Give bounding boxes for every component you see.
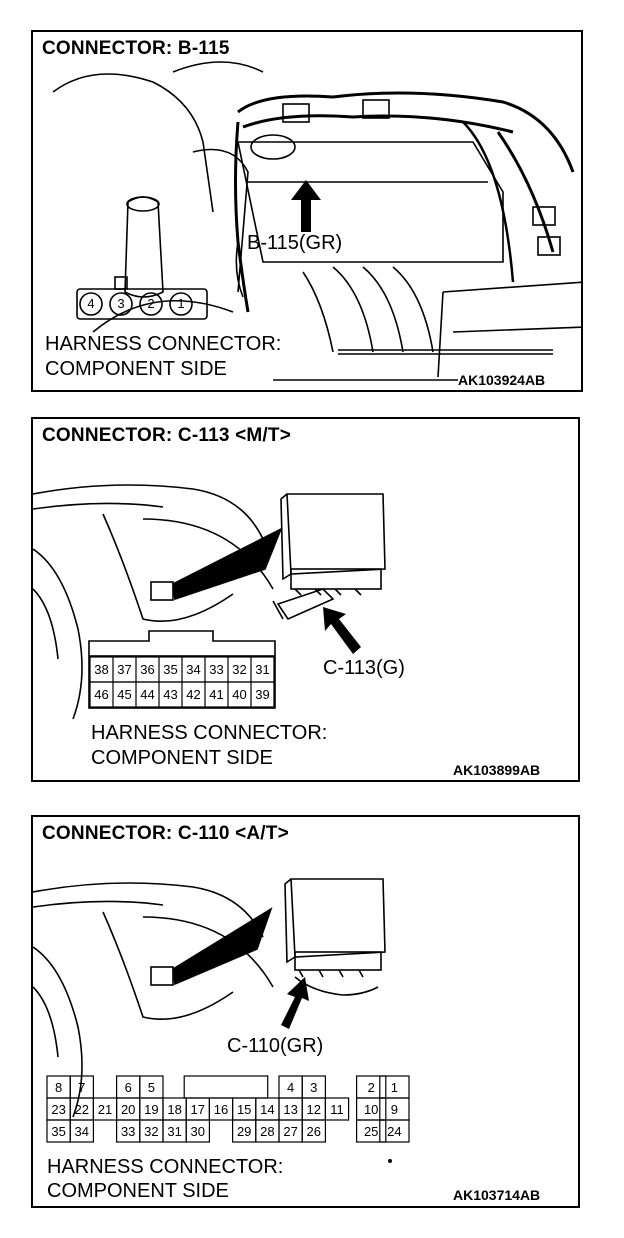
connector-callout: B-115(GR) [247, 232, 343, 254]
figure-code: AK103899AB [453, 762, 541, 778]
dot-mark [388, 1159, 392, 1163]
pin-label: 1 [177, 296, 185, 311]
caption-line1: HARNESS CONNECTOR: [47, 1156, 284, 1178]
pin-label: 31 [255, 662, 270, 677]
pin-label: 4 [87, 296, 95, 311]
panel-c110: CONNECTOR: C-110 <A/T> C-110(GR) HARNESS… [31, 815, 580, 1208]
pin-label: 13 [283, 1102, 298, 1117]
pin-label: 10 [363, 1102, 379, 1117]
pin-label: 17 [190, 1102, 206, 1117]
pin-label: 32 [232, 662, 247, 677]
pin-label: 30 [190, 1124, 206, 1139]
arrow-b115 [291, 180, 321, 232]
engine-bay-illustration [52, 61, 581, 381]
pin-label: 20 [120, 1102, 136, 1117]
figure-code: AK103714AB [453, 1187, 541, 1203]
c113-pin-diagram [88, 630, 276, 709]
pin-label: 27 [283, 1124, 298, 1139]
connector-callout: C-113(G) [323, 657, 405, 679]
pin-label: 1 [390, 1080, 398, 1095]
pin-label: 11 [330, 1102, 344, 1117]
pin-label: 31 [167, 1124, 182, 1139]
pin-label: 35 [51, 1124, 66, 1139]
pin-label: 46 [94, 687, 109, 702]
pin-label: 4 [286, 1080, 295, 1095]
pin-label: 28 [260, 1124, 275, 1139]
b115-pin-diagram [76, 276, 208, 320]
pin-label: 35 [163, 662, 178, 677]
pin-label: 3 [310, 1080, 318, 1095]
pin-label: 21 [97, 1102, 113, 1117]
dashboard-illustration [33, 878, 410, 1143]
pin-label: 2 [147, 296, 155, 311]
pin-label: 5 [147, 1080, 155, 1095]
pin-label: 38 [94, 662, 109, 677]
pin-label: 42 [186, 687, 201, 702]
connector-callout: C-110(GR) [227, 1035, 324, 1057]
pin-label: 8 [54, 1080, 63, 1095]
pin-label: 33 [209, 662, 224, 677]
pin-label: 6 [124, 1080, 132, 1095]
pin-label: 24 [387, 1124, 402, 1139]
pin-label: 37 [117, 662, 132, 677]
pin-label: 34 [186, 662, 201, 677]
pin-label: 32 [144, 1124, 159, 1139]
pin-label: 43 [163, 687, 178, 702]
pin-label: 41 [209, 687, 224, 702]
pin-label: 39 [255, 687, 270, 702]
figure-code: AK103924AB [458, 372, 546, 388]
caption-line1: HARNESS CONNECTOR: [91, 722, 328, 744]
pin-label: 33 [120, 1124, 136, 1139]
c110-pin-diagram [46, 1075, 410, 1143]
caption-line2: COMPONENT SIDE [91, 747, 273, 769]
pin-label: 3 [117, 296, 125, 311]
caption-line2: COMPONENT SIDE [47, 1180, 229, 1202]
panel-title: CONNECTOR: C-110 <A/T> [42, 823, 292, 845]
panel-b115: CONNECTOR: B-115 B-115(GR) 4 3 2 1 HARNE… [31, 30, 583, 392]
pin-label: 34 [74, 1124, 90, 1139]
pin-label: 25 [363, 1124, 379, 1139]
pin-label: 40 [232, 687, 247, 702]
pin-label: 18 [167, 1102, 182, 1117]
caption-line1: HARNESS CONNECTOR: [45, 333, 282, 355]
panel-title: CONNECTOR: C-113 <M/T> [42, 425, 294, 447]
pin-label: 16 [213, 1102, 229, 1117]
pin-label: 44 [140, 687, 155, 702]
pin-label: 29 [236, 1124, 252, 1139]
arrow-c110 [281, 977, 309, 1029]
pin-label: 19 [144, 1102, 159, 1117]
pin-label: 15 [236, 1102, 252, 1117]
pin-label: 45 [117, 687, 132, 702]
arrow-c113 [323, 607, 361, 654]
pin-label: 22 [74, 1102, 90, 1117]
pin-label: 36 [140, 662, 155, 677]
caption-line2: COMPONENT SIDE [45, 358, 227, 380]
pin-label: 7 [78, 1080, 86, 1095]
pin-label: 14 [260, 1102, 275, 1117]
pin-label: 9 [390, 1102, 398, 1117]
panel-c113: CONNECTOR: C-113 <M/T> C-113(G) HARNESS … [31, 417, 580, 782]
pin-label: 26 [306, 1124, 322, 1139]
pin-label: 2 [367, 1080, 375, 1095]
pin-label: 12 [306, 1102, 322, 1117]
pin-label: 23 [51, 1102, 66, 1117]
panel-title: CONNECTOR: B-115 [42, 38, 233, 60]
dashboard-illustration [33, 484, 386, 720]
